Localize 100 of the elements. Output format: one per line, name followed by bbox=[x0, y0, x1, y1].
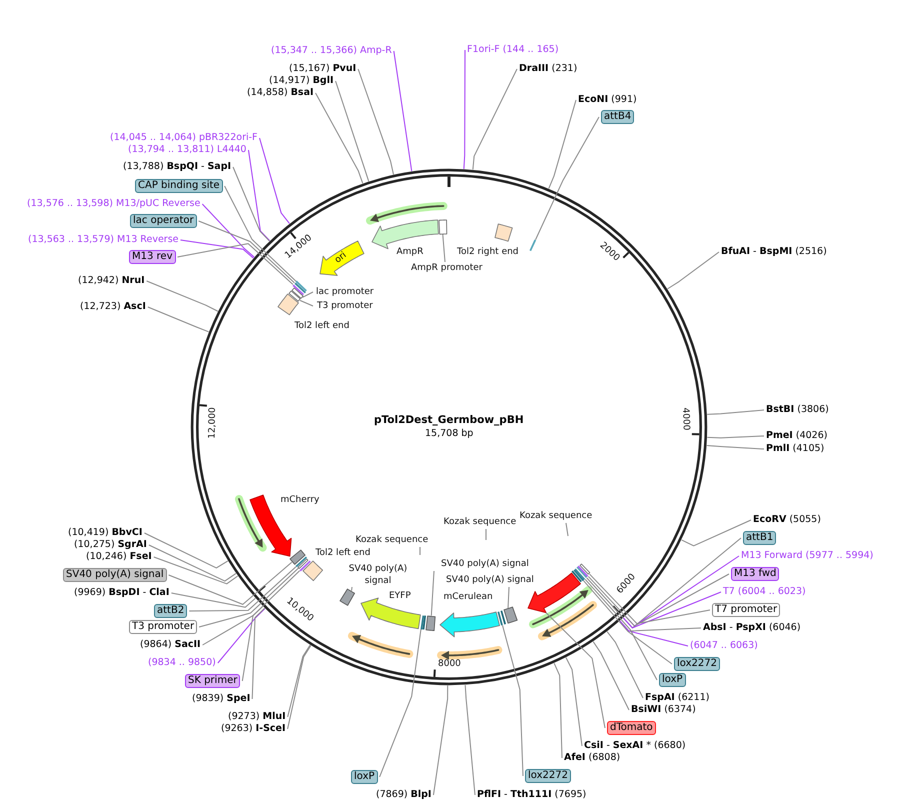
leader-line bbox=[442, 234, 446, 262]
leader-line bbox=[144, 532, 228, 568]
primer-label: T7 (6004 .. 6023) bbox=[723, 586, 806, 598]
enzyme-site-label: (7869) BlpI bbox=[376, 789, 432, 801]
feature-box bbox=[302, 560, 324, 582]
leader-line bbox=[432, 685, 448, 796]
feature-tag: CAP binding site bbox=[135, 179, 223, 193]
enzyme-site-label: (14,858) BsaI bbox=[247, 87, 314, 99]
feature-tag: lox2272 bbox=[525, 769, 571, 783]
leader-line bbox=[584, 578, 658, 680]
enzyme-site-label: PflFI - Tth111I (7695) bbox=[477, 789, 586, 801]
gene-feature bbox=[360, 597, 422, 630]
feature-tag: attB1 bbox=[743, 531, 776, 545]
leader-line bbox=[198, 568, 299, 628]
feature-label: Kozak sequence bbox=[444, 516, 516, 528]
enzyme-site-label: PmeI (4026) bbox=[766, 430, 828, 442]
enzyme-site-label: (12,942) NruI bbox=[78, 275, 145, 287]
feature-label: mCerulean bbox=[444, 591, 493, 603]
leader-line bbox=[287, 645, 312, 730]
leader-line bbox=[202, 204, 255, 258]
enzyme-site-label: (12,723) AscI bbox=[80, 301, 146, 313]
feature-label: Tol2 left end bbox=[294, 320, 350, 332]
primer-label: (6047 .. 6063) bbox=[690, 640, 758, 652]
leader-line bbox=[706, 410, 764, 415]
feature-label: AmpR bbox=[396, 246, 424, 258]
feature-tag: SK primer bbox=[185, 674, 240, 688]
feature-label: EYFP bbox=[389, 590, 411, 602]
feature-label: mCherry bbox=[280, 494, 320, 506]
leader-line bbox=[299, 300, 314, 306]
feature-label: Kozak sequence bbox=[356, 534, 428, 546]
leader-line bbox=[224, 186, 296, 282]
leader-line bbox=[667, 252, 720, 290]
feature-tag: SV40 poly(A) signal bbox=[63, 568, 167, 582]
feature-box bbox=[502, 606, 518, 624]
ruler-label: 8000 bbox=[438, 658, 462, 670]
orf-feature bbox=[537, 600, 598, 642]
feature-label: Kozak sequence bbox=[520, 510, 592, 522]
feature-tag: lox2272 bbox=[674, 657, 720, 671]
enzyme-site-label: CsiI - SexAI* (6680) bbox=[584, 740, 686, 752]
primer-label: (9834 .. 9850) bbox=[148, 657, 216, 669]
orf-feature bbox=[346, 630, 414, 658]
leader-line bbox=[217, 608, 266, 664]
leader-line bbox=[606, 631, 644, 698]
plasmid-size: 15,708 bp bbox=[425, 428, 474, 438]
feature-tag: T3 promoter bbox=[129, 620, 198, 634]
leader-line bbox=[535, 116, 600, 240]
enzyme-site-label: (9263) I-SceI bbox=[221, 723, 286, 735]
primer-label: (14,045 .. 14,064) pBR322ori-F bbox=[110, 132, 258, 144]
enzyme-site-label: (13,788) BspQI - SapI bbox=[123, 161, 232, 173]
leader-line bbox=[148, 544, 236, 582]
enzyme-site-label: (15,167) PvuI bbox=[289, 63, 356, 75]
leader-line bbox=[259, 138, 290, 224]
enzyme-site-label: (10,275) SgrAI bbox=[74, 539, 147, 551]
feature-box bbox=[288, 290, 302, 302]
enzyme-site-label: AbsI - PspXI (6046) bbox=[703, 622, 801, 634]
feature-label: SV40 poly(A) signal bbox=[441, 558, 529, 570]
enzyme-site-label: (9969) BspDI - ClaI bbox=[74, 587, 170, 599]
leader-line bbox=[188, 566, 296, 612]
leader-line bbox=[706, 436, 764, 438]
feature-tag: loxP bbox=[659, 673, 686, 687]
feature-label: AmpR promoter bbox=[411, 262, 483, 274]
enzyme-site-label: BstBI (3806) bbox=[766, 404, 829, 416]
feature-box bbox=[494, 222, 513, 242]
leader-line bbox=[463, 50, 466, 170]
feature-tag: M13 rev bbox=[129, 250, 176, 264]
enzyme-site-label: BfuAI - BspMI (2516) bbox=[721, 246, 827, 258]
feature-label: lac promoter bbox=[316, 286, 374, 298]
feature-box bbox=[291, 286, 304, 300]
orf-feature bbox=[234, 494, 268, 553]
leader-line bbox=[315, 92, 364, 184]
enzyme-site-label: (9839) SpeI bbox=[192, 693, 250, 705]
leader-line bbox=[464, 684, 476, 796]
leader-line bbox=[146, 280, 218, 312]
leader-line bbox=[554, 662, 562, 758]
primer-label: (13,563 .. 13,579) M13 Reverse bbox=[28, 234, 178, 246]
leader-line bbox=[287, 644, 311, 718]
leader-line bbox=[472, 68, 518, 170]
feature-box bbox=[288, 549, 306, 566]
enzyme-site-label: (9864) SacII bbox=[140, 639, 201, 651]
leader-line bbox=[153, 556, 238, 584]
leader-line bbox=[232, 166, 270, 242]
leader-line bbox=[147, 306, 210, 332]
feature-mark bbox=[529, 239, 537, 252]
enzyme-site-label: DraIII (231) bbox=[519, 63, 578, 75]
leader-line bbox=[589, 574, 710, 624]
leader-line bbox=[548, 100, 576, 190]
leader-line bbox=[583, 580, 672, 664]
primer-label: (13,576 .. 13,598) M13/pUC Reverse bbox=[27, 198, 200, 210]
feature-label: T3 promoter bbox=[317, 300, 373, 312]
leader-line bbox=[565, 657, 582, 746]
enzyme-site-label: FspAI (6211) bbox=[645, 692, 710, 704]
leader-line bbox=[180, 240, 254, 259]
enzyme-site-label: BsiWI (6374) bbox=[631, 704, 696, 716]
leader-line bbox=[430, 570, 434, 616]
leader-line bbox=[508, 586, 510, 609]
leader-line bbox=[502, 624, 524, 776]
leader-line bbox=[681, 520, 752, 546]
feature-tag: dTomato bbox=[607, 721, 656, 735]
enzyme-site-label: (10,419) BbvCI bbox=[68, 527, 142, 539]
feature-box bbox=[339, 588, 356, 606]
